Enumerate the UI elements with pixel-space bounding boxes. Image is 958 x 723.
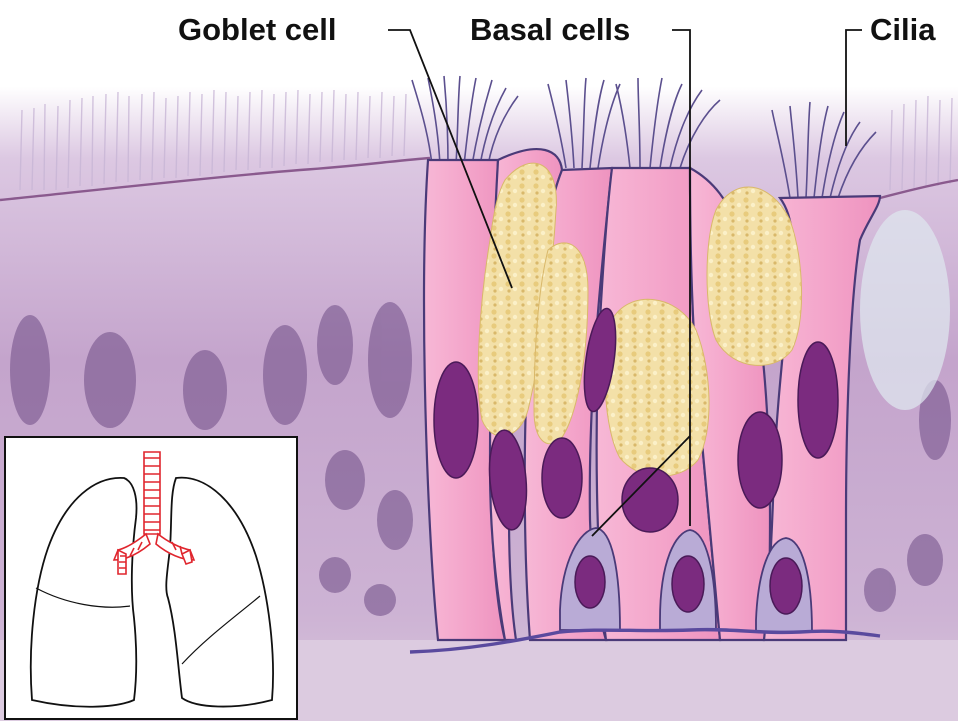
lung-inset — [4, 436, 298, 720]
cilia-label: Cilia — [870, 14, 935, 45]
basal-cells-label: Basal cells — [470, 14, 630, 45]
background-goblet — [860, 210, 950, 410]
lung-outline-diagram — [6, 438, 296, 718]
right-lung — [31, 478, 137, 707]
goblet-cell-label: Goblet cell — [178, 14, 336, 45]
left-lung — [166, 478, 273, 707]
